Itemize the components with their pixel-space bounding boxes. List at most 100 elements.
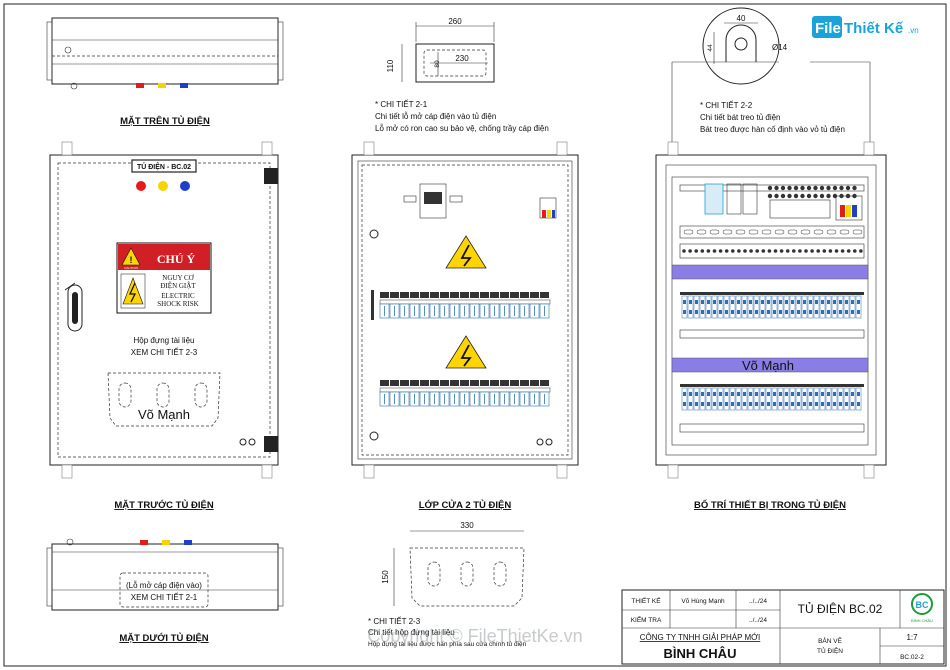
terminal-block <box>783 295 790 319</box>
top-yellow-lamp <box>158 83 166 88</box>
busbar-screw <box>767 185 773 191</box>
busbar-screw <box>826 185 831 191</box>
breaker-label <box>520 292 529 298</box>
terminal-block <box>705 295 712 319</box>
breaker-label <box>520 380 529 386</box>
terminal-block <box>825 295 832 319</box>
terminal-block <box>723 387 730 411</box>
title-block: THIẾT KẾ Võ Hùng Mạnh ../../24 KIỂM TRA … <box>621 589 945 665</box>
doc-box-label-2: XEM CHI TIẾT 2-3 <box>131 347 198 357</box>
cable-gland <box>709 229 720 235</box>
logo-badge <box>812 16 842 38</box>
terminal-block <box>807 387 814 411</box>
warning-line-1: NGUY CƠ <box>162 274 194 282</box>
mcb-rail-bottom <box>680 384 864 411</box>
busbar-screw <box>793 185 799 191</box>
doc-box-label-1: Hộp đựng tài liệu <box>134 336 195 345</box>
terminal-block <box>699 387 706 411</box>
din-rail <box>680 384 864 387</box>
tb-label-check: KIỂM TRA <box>631 615 662 624</box>
svg-text:BC: BC <box>916 600 929 610</box>
logo-prefix: File <box>815 20 841 37</box>
terminal-screw <box>694 249 698 253</box>
terminal-screw <box>706 249 711 253</box>
terminal-screw <box>773 249 778 253</box>
breaker-label <box>430 380 439 386</box>
d21-dim-w: 260 <box>448 17 462 26</box>
breaker-label <box>500 380 509 386</box>
terminal-screw <box>718 249 723 253</box>
layout-author-tag: Võ Mạnh <box>742 358 794 373</box>
tb-label-design: THIẾT KẾ <box>631 595 661 605</box>
caution-icon <box>121 247 141 266</box>
busbar-screw <box>787 185 792 191</box>
terminal-block <box>783 387 790 411</box>
terminal-block <box>729 295 736 319</box>
top-blue-lamp <box>180 83 188 88</box>
breaker-label <box>530 292 539 298</box>
cable-gland <box>852 229 863 235</box>
breaker-label <box>420 292 429 298</box>
terminal-screw <box>731 249 735 253</box>
breaker-label <box>440 292 449 298</box>
door-handle <box>64 282 83 332</box>
breaker-label <box>410 292 419 298</box>
terminal-block <box>759 295 766 319</box>
terminal-screw <box>840 249 845 253</box>
terminal-screw <box>804 249 808 253</box>
terminal-block <box>705 387 712 411</box>
terminal-block <box>747 387 754 411</box>
front-view: TỦ ĐIỆN - BC.02 ! CHÚ Ý CAUTION NGUY CƠ … <box>49 141 279 511</box>
terminal-block <box>765 295 772 319</box>
tb-project: TỦ ĐIỆN BC.02 <box>798 601 883 616</box>
terminal-block <box>717 387 724 411</box>
busbar-screw <box>819 193 825 199</box>
terminal-block <box>771 387 778 411</box>
breaker-label <box>490 380 499 386</box>
breaker-label <box>390 292 399 298</box>
cable-gland <box>683 229 694 235</box>
terminal-screw <box>853 249 857 253</box>
logo-suffix: Thiết Kế <box>844 20 904 37</box>
terminal-block <box>681 295 688 319</box>
terminal-screw <box>816 249 820 253</box>
tb-drawing-label-2: TỦ ĐIỆN <box>817 646 843 655</box>
breaker-label <box>440 380 449 386</box>
breaker-label <box>540 380 549 386</box>
breaker-row-bottom <box>379 380 551 407</box>
d22-line-2: Bát treo được hàn cố định vào vỏ tủ điện <box>700 125 845 134</box>
busbar-screw <box>793 193 799 199</box>
d21-title: * CHI TIẾT 2-1 <box>375 99 428 109</box>
terminal-block <box>693 387 700 411</box>
terminal-block <box>849 387 856 411</box>
terminal-block <box>741 387 748 411</box>
bottom-red-lamp <box>140 540 148 545</box>
terminal-block <box>795 295 802 319</box>
d23-line-2: Hộp đựng tài liệu được hàn phía sau cửa … <box>368 640 527 648</box>
doc-pocket: Võ Mạnh <box>107 372 221 427</box>
layout-view-title: BỐ TRÍ THIẾT BỊ TRONG TỦ ĐIỆN <box>694 499 846 511</box>
front-view-title: MẶT TRƯỚC TỦ ĐIỆN <box>114 499 214 511</box>
d21-dim-h: 110 <box>386 59 395 72</box>
breaker-label <box>380 380 389 386</box>
breaker-label <box>510 380 519 386</box>
breaker-label <box>500 292 509 298</box>
front-author-tag: Võ Mạnh <box>138 407 190 422</box>
terminal-screw <box>688 249 692 253</box>
tb-drawing-label-1: BẢN VẼ <box>818 636 843 645</box>
terminal-block <box>837 387 844 411</box>
busbar-screw <box>806 193 812 199</box>
terminal-block <box>843 387 850 411</box>
terminal-screw <box>724 249 729 253</box>
terminal-screw <box>712 249 717 253</box>
terminal-block <box>753 387 760 411</box>
mcb-rail-top <box>680 292 864 319</box>
terminal-block <box>837 295 844 319</box>
d22-dim-h: 44 <box>707 44 714 52</box>
busbar-screw <box>852 185 857 191</box>
door2-view-title: LỚP CỬA 2 TỦ ĐIỆN <box>419 499 512 511</box>
busbar-screw <box>845 193 851 199</box>
terminal-block <box>723 295 730 319</box>
logo-domain: .vn <box>908 26 919 35</box>
